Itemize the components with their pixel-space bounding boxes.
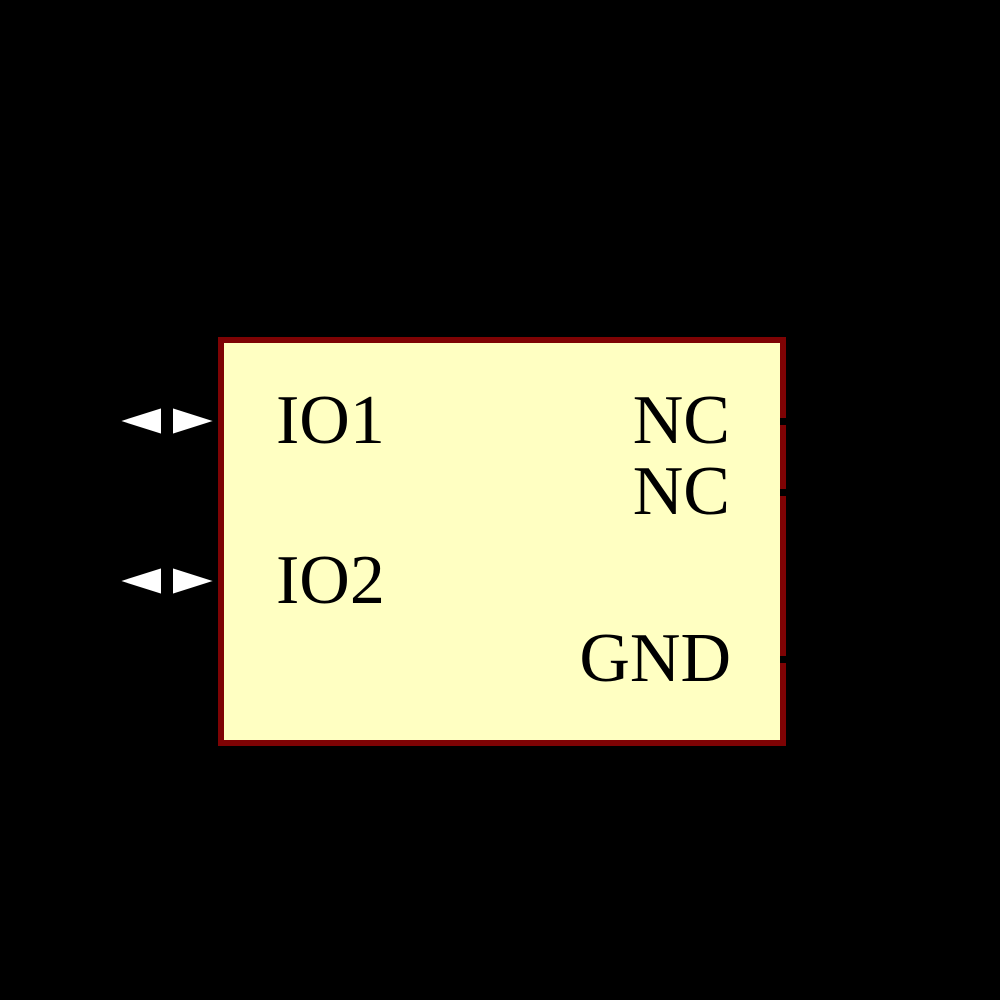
arrow-right-triangle [171,565,218,597]
pin-label-io2: IO2 [276,542,385,619]
arrow-left-triangle [116,565,163,597]
pin-label-io1: IO1 [276,382,385,459]
pin-label-nc1: NC [632,382,730,459]
component-body[interactable] [218,337,786,746]
pin-label-gnd: GND [579,620,731,697]
pin-label-nc2: NC [632,453,730,530]
pin-stub[interactable] [780,418,800,425]
arrow-right-triangle [171,405,218,437]
pin-stub[interactable] [780,656,800,663]
pin-stub[interactable] [780,489,800,496]
bidirectional-pin-arrow-icon[interactable] [116,403,218,439]
bidirectional-pin-arrow-icon[interactable] [116,563,218,599]
arrow-left-triangle [116,405,163,437]
